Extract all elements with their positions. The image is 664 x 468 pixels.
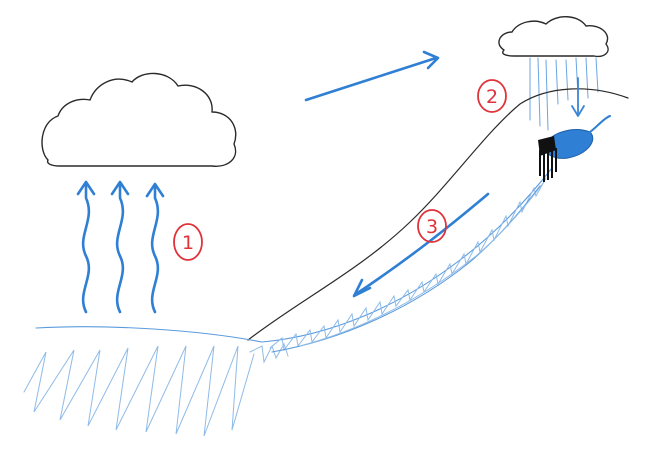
wind-arrow — [304, 50, 440, 102]
marker-1: 1 — [173, 223, 203, 261]
runoff-arrow — [352, 192, 490, 298]
evaporation-arrows — [76, 180, 165, 314]
marker-3: 3 — [417, 209, 447, 243]
marker-2-label: 2 — [486, 86, 498, 108]
marker-3-label: 3 — [426, 216, 438, 238]
groundwater-flow-lines — [271, 185, 541, 353]
sea-surface — [35, 167, 553, 343]
marker-1-label: 1 — [182, 232, 194, 254]
right-cloud — [498, 16, 609, 58]
marker-2: 2 — [477, 79, 507, 113]
rain-streaks — [529, 57, 599, 131]
rain-arrow — [571, 77, 585, 117]
groundwater-flow-lines-2 — [299, 181, 545, 347]
left-cloud — [41, 72, 237, 167]
sea-waves-secondary — [249, 342, 289, 364]
groundwater-hatching — [269, 177, 547, 352]
sea-waves — [23, 345, 255, 437]
lake — [544, 115, 611, 159]
dam-structure — [538, 136, 557, 182]
hill-outline — [247, 88, 629, 341]
